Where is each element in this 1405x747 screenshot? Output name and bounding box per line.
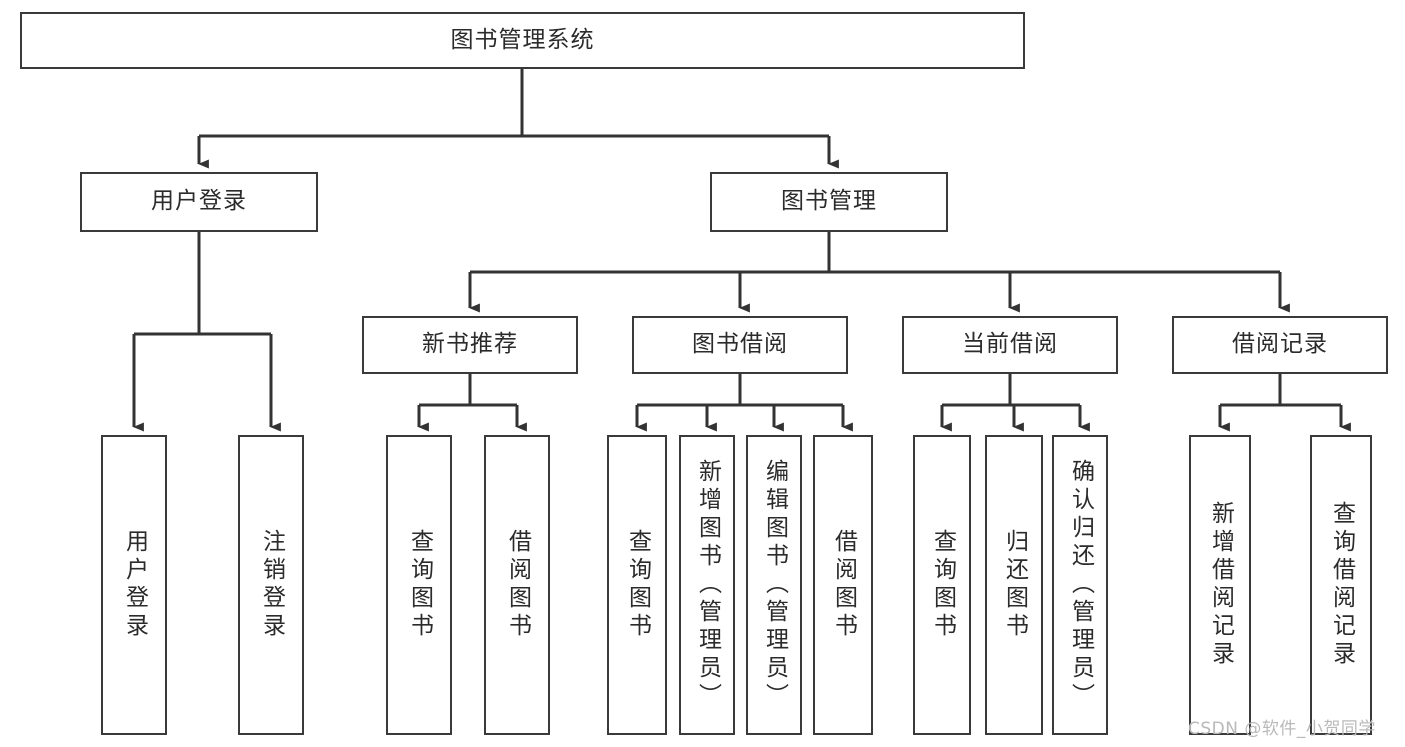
node-book-borrow[interactable]: 图书借阅	[632, 316, 848, 374]
node-leaf-user-login[interactable]: 用户登录	[101, 435, 167, 735]
node-leaf-borrow-book-label: 借阅图书	[830, 529, 857, 641]
node-leaf-query-book-current[interactable]: 查询图书	[913, 435, 971, 735]
node-leaf-borrow-book-rec[interactable]: 借阅图书	[484, 435, 550, 735]
node-root-label: 图书管理系统	[450, 26, 595, 53]
node-leaf-add-record-label: 新增借阅记录	[1207, 501, 1234, 669]
node-leaf-return-book[interactable]: 归还图书	[985, 435, 1043, 735]
node-current-borrow[interactable]: 当前借阅	[902, 316, 1118, 374]
node-leaf-borrow-book-rec-label: 借阅图书	[504, 529, 531, 641]
node-leaf-confirm-return[interactable]: 确认归还（管理员）	[1052, 435, 1108, 735]
node-leaf-add-record[interactable]: 新增借阅记录	[1189, 435, 1251, 735]
node-user-login-label: 用户登录	[151, 188, 247, 215]
node-root[interactable]: 图书管理系统	[20, 12, 1025, 69]
node-leaf-edit-book-label: 编辑图书（管理员）	[761, 459, 788, 711]
node-new-book-rec[interactable]: 新书推荐	[362, 316, 578, 374]
node-leaf-add-book-label: 新增图书（管理员）	[694, 459, 721, 711]
node-leaf-user-logout[interactable]: 注销登录	[238, 435, 304, 735]
node-book-manage[interactable]: 图书管理	[710, 172, 948, 232]
node-leaf-return-book-label: 归还图书	[1001, 529, 1028, 641]
node-leaf-query-book-rec-label: 查询图书	[406, 529, 433, 641]
node-leaf-query-book-rec[interactable]: 查询图书	[386, 435, 452, 735]
node-leaf-query-record[interactable]: 查询借阅记录	[1310, 435, 1372, 735]
node-leaf-query-record-label: 查询借阅记录	[1328, 501, 1355, 669]
node-leaf-edit-book[interactable]: 编辑图书（管理员）	[746, 435, 802, 735]
node-leaf-add-book[interactable]: 新增图书（管理员）	[679, 435, 735, 735]
node-new-book-rec-label: 新书推荐	[422, 331, 518, 358]
node-book-borrow-label: 图书借阅	[692, 331, 788, 358]
node-current-borrow-label: 当前借阅	[962, 331, 1058, 358]
node-leaf-query-book-current-label: 查询图书	[929, 529, 956, 641]
node-leaf-confirm-return-label: 确认归还（管理员）	[1067, 459, 1094, 711]
node-borrow-record-label: 借阅记录	[1232, 331, 1328, 358]
node-leaf-query-book-borrow[interactable]: 查询图书	[607, 435, 667, 735]
node-user-login[interactable]: 用户登录	[80, 172, 318, 232]
node-borrow-record[interactable]: 借阅记录	[1172, 316, 1388, 374]
node-leaf-query-book-borrow-label: 查询图书	[624, 529, 651, 641]
node-leaf-user-logout-label: 注销登录	[258, 529, 285, 641]
node-leaf-user-login-label: 用户登录	[121, 529, 148, 641]
node-leaf-borrow-book[interactable]: 借阅图书	[813, 435, 873, 735]
node-book-manage-label: 图书管理	[781, 188, 877, 215]
